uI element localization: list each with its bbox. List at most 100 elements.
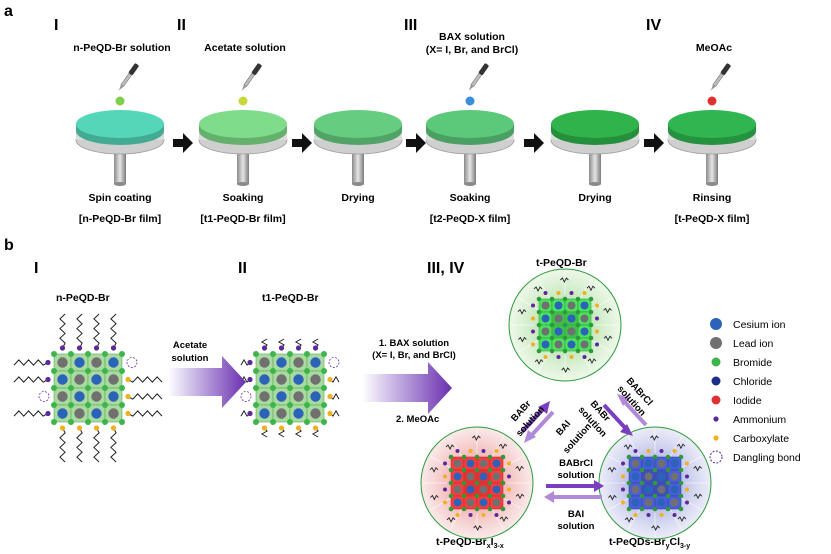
lead-ion bbox=[479, 459, 488, 468]
bromide-ion bbox=[287, 402, 293, 408]
bromide-ion bbox=[270, 402, 276, 408]
stem-base bbox=[589, 182, 601, 186]
halide-ion bbox=[678, 454, 684, 460]
cesium-ion bbox=[580, 301, 589, 310]
halide-ion bbox=[639, 467, 645, 473]
halide-ion bbox=[665, 506, 671, 512]
step-action: Rinsing bbox=[693, 192, 732, 204]
ammonium-group bbox=[247, 410, 253, 417]
bromide-ion bbox=[321, 385, 327, 391]
cesium-ion bbox=[580, 327, 589, 336]
carboxylate-group bbox=[621, 500, 625, 505]
exchange-arrows-left bbox=[520, 401, 555, 443]
cesium-ion bbox=[108, 391, 119, 402]
legend-label: Iodide bbox=[733, 395, 762, 407]
lead-ion bbox=[108, 408, 119, 419]
product-right-sub1: y bbox=[666, 543, 670, 550]
legend-item: Bromide bbox=[711, 357, 772, 369]
legend-label: Bromide bbox=[733, 357, 772, 369]
step-arrow-1 bbox=[173, 133, 193, 153]
cesium-ion bbox=[259, 374, 270, 385]
carboxylate-group bbox=[76, 425, 83, 431]
lead-ion bbox=[293, 391, 304, 402]
halide-ion bbox=[461, 480, 467, 486]
ligand-squiggle bbox=[534, 359, 544, 365]
lead-ion bbox=[657, 459, 666, 468]
ammonium-group bbox=[595, 316, 599, 321]
dangling-bond bbox=[240, 391, 252, 402]
legend-item: Lead ion bbox=[710, 337, 773, 350]
sphere-ray bbox=[491, 508, 505, 530]
legend-label: Cesium ion bbox=[733, 319, 786, 331]
halide-ion bbox=[487, 506, 493, 512]
bromide-ion bbox=[287, 368, 293, 374]
ammonium-group bbox=[556, 355, 561, 359]
step-reagent-detail: (X= I, Br, and BrCl) bbox=[426, 44, 518, 56]
bromide-ion bbox=[119, 368, 125, 374]
sphere-ray bbox=[680, 455, 702, 469]
carboxylate-group bbox=[507, 487, 511, 492]
legend-label: Lead ion bbox=[733, 338, 773, 350]
carboxylate-group bbox=[494, 449, 499, 453]
legend-item: Ammonium bbox=[713, 414, 786, 426]
ammonium-group bbox=[646, 513, 651, 517]
carboxylate-group bbox=[278, 425, 285, 431]
ligand-squiggle bbox=[515, 493, 525, 500]
ligand-squiggle bbox=[533, 286, 543, 292]
sphere-ray bbox=[430, 455, 452, 469]
lead-ion bbox=[670, 472, 679, 481]
ammonium-group bbox=[468, 513, 473, 517]
ammonium-group bbox=[685, 474, 689, 479]
ammonium-group bbox=[659, 449, 664, 453]
stage-2-roman: II bbox=[238, 260, 247, 277]
exchange-bai-left: BAI bbox=[554, 418, 573, 438]
sphere-t-pe-qds-br-cl bbox=[598, 426, 712, 540]
halide-ion bbox=[549, 296, 555, 302]
cesium-ion bbox=[554, 327, 563, 336]
dangling-bond bbox=[126, 357, 138, 368]
cesium-ion bbox=[74, 357, 85, 368]
bromide-ion bbox=[51, 368, 57, 374]
lead-ion bbox=[276, 408, 287, 419]
bromide-ion bbox=[304, 351, 310, 357]
stage-3-roman: III, IV bbox=[427, 260, 465, 277]
halide-ion bbox=[549, 309, 555, 315]
ammonium-group bbox=[76, 345, 83, 351]
bromide-ion bbox=[304, 402, 310, 408]
dangling-bond bbox=[38, 391, 50, 402]
halide-ion bbox=[536, 348, 542, 354]
halide-ion bbox=[536, 335, 542, 341]
cesium-ion bbox=[91, 408, 102, 419]
cesium-ion bbox=[276, 357, 287, 368]
legend-label: Ammonium bbox=[733, 414, 786, 426]
ammonium-group bbox=[507, 474, 511, 479]
lead-ion bbox=[466, 472, 475, 481]
droplet bbox=[707, 96, 717, 106]
sphere-ray bbox=[537, 278, 551, 300]
arrow2-line1: 1. BAX solution bbox=[379, 338, 449, 349]
lead-ion bbox=[108, 374, 119, 385]
dropper-icon bbox=[468, 63, 489, 91]
legend-dot-icon bbox=[711, 395, 721, 405]
halide-ion bbox=[474, 506, 480, 512]
sphere-ray bbox=[579, 278, 593, 300]
arrow2-line3: 2. MeOAc bbox=[396, 414, 439, 425]
step-action: Spin coating bbox=[89, 192, 152, 204]
sphere-ray bbox=[502, 497, 524, 511]
bromide-ion bbox=[51, 351, 57, 357]
dropper-icon bbox=[118, 63, 139, 91]
ligand-squiggle bbox=[561, 367, 570, 374]
ligand-squiggle bbox=[429, 466, 439, 473]
film-top bbox=[426, 110, 514, 138]
halide-ion bbox=[652, 493, 658, 499]
halide-ion bbox=[626, 506, 632, 512]
step-roman: III bbox=[404, 17, 417, 34]
halide-ion bbox=[626, 454, 632, 460]
halide-ion bbox=[500, 493, 506, 499]
carboxylate-group bbox=[110, 425, 117, 431]
bromide-ion bbox=[85, 368, 91, 374]
ligand-squiggle bbox=[603, 335, 613, 342]
